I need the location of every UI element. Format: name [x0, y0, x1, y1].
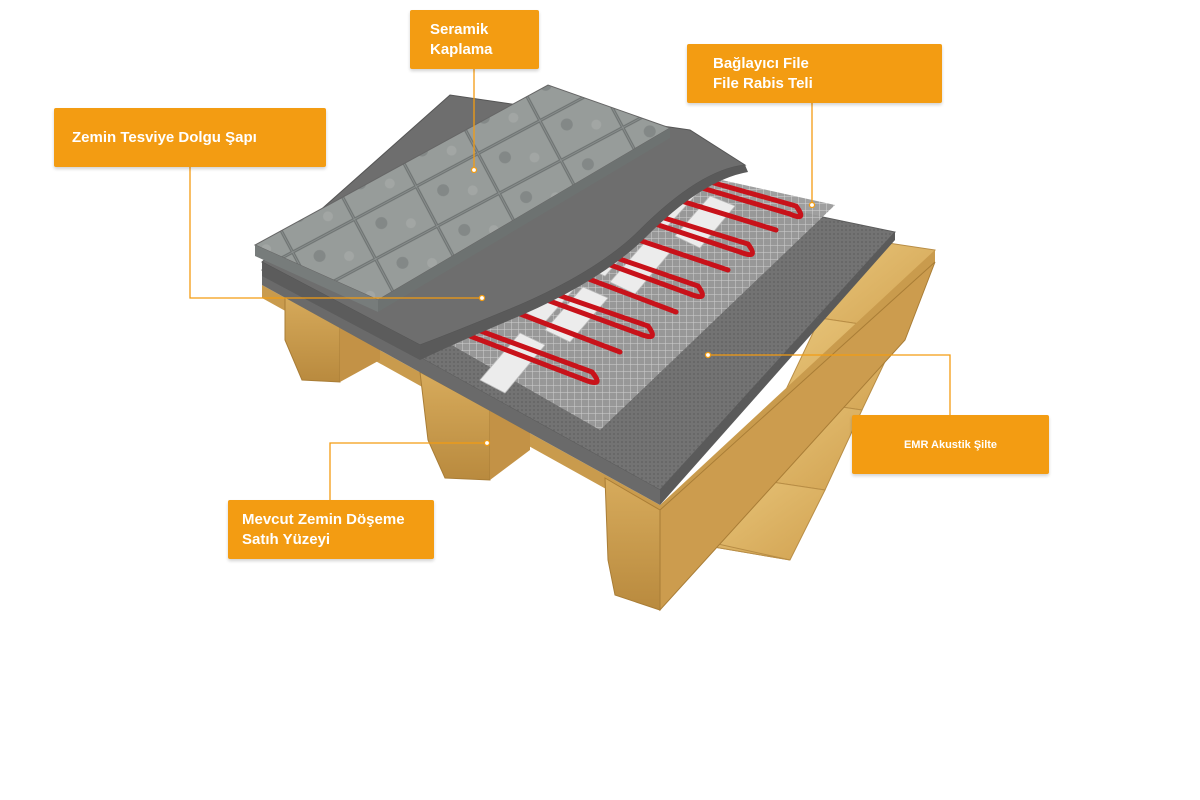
callout-binding-mesh: Bağlayıcı File File Rabis Teli [687, 44, 942, 103]
callout-line: Kaplama [430, 40, 493, 58]
callout-ceramic-coating: Seramik Kaplama [410, 10, 539, 69]
leader-lines [189, 69, 951, 500]
callout-leveling-screed: Zemin Tesviye Dolgu Şapı [54, 108, 326, 167]
callout-line: Zemin Tesviye Dolgu Şapı [72, 128, 257, 146]
callout-line: EMR Akustik Şilte [903, 438, 998, 451]
callout-line: Mevcut Zemin Döşeme [242, 510, 405, 528]
callout-acoustic-mat: EMR Akustik Şilte [852, 415, 1049, 474]
callout-existing-floor: Mevcut Zemin Döşeme Satıh Yüzeyi [228, 500, 434, 559]
callout-line: Bağlayıcı File [713, 54, 809, 72]
callout-line: Seramik [430, 20, 489, 38]
callout-line: Satıh Yüzeyi [242, 530, 331, 548]
callout-line: File Rabis Teli [713, 74, 813, 92]
